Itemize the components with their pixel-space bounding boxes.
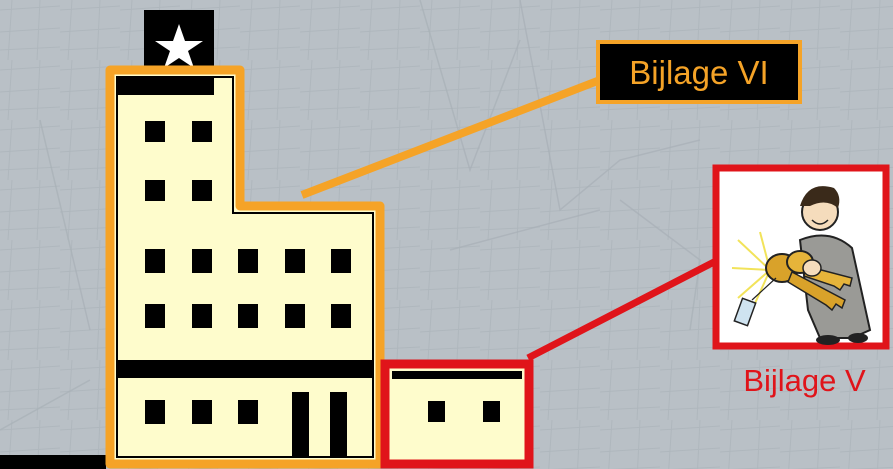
window	[331, 249, 351, 273]
window	[145, 304, 165, 328]
annex-six-label-text: Bijlage VI	[629, 56, 768, 89]
ground-line	[0, 455, 106, 469]
annex-five-label-text: Bijlage V	[743, 365, 865, 396]
window	[238, 400, 258, 424]
person-foot	[848, 333, 868, 343]
window	[238, 304, 258, 328]
door	[292, 392, 309, 457]
annex-five-label: Bijlage V	[716, 360, 893, 400]
window	[238, 249, 258, 273]
door	[330, 392, 347, 457]
annex-six-label: Bijlage VI	[596, 40, 802, 104]
window	[192, 400, 212, 424]
building-top-band	[117, 77, 214, 95]
window	[145, 121, 165, 142]
window	[192, 180, 212, 201]
ground-floor-band	[117, 360, 373, 378]
window	[192, 249, 212, 273]
window	[145, 400, 165, 424]
window	[145, 180, 165, 201]
window	[285, 304, 305, 328]
window	[192, 304, 212, 328]
person-foot	[816, 335, 840, 345]
person-hand	[803, 260, 821, 276]
window	[192, 121, 212, 142]
window	[145, 249, 165, 273]
window	[483, 401, 500, 422]
window	[331, 304, 351, 328]
window	[428, 401, 445, 422]
annex-roof-band	[392, 371, 522, 379]
window	[285, 249, 305, 273]
